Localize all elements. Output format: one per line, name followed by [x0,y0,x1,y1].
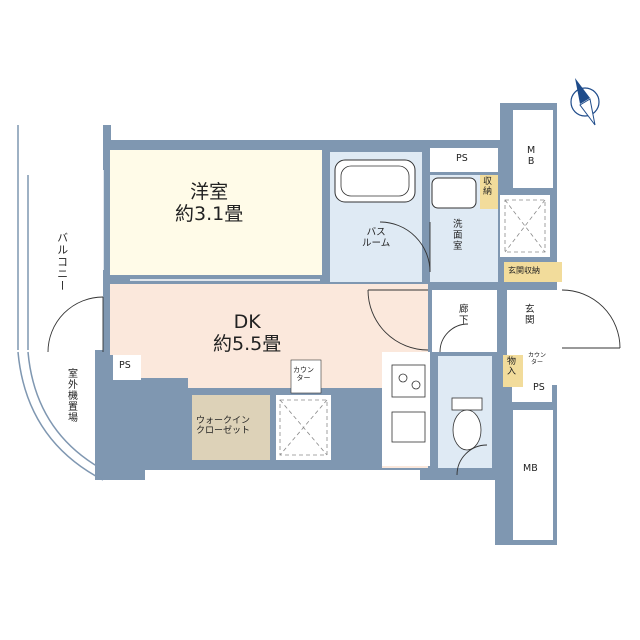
washroom-label: 洗 面 室 [453,219,463,252]
western-room-size: 約3.1畳 [175,202,244,225]
dk-floor [110,284,428,468]
outdoor-unit-label: 室外機置場 [65,368,77,423]
stove [391,364,426,398]
bathtub [334,159,416,203]
entrance-floor [507,290,557,352]
western-room-label: 洋室 約3.1畳 [175,181,244,226]
monoire-box [503,355,523,387]
window-lines [102,170,320,281]
balcony-outline [17,125,104,481]
genkan-shuno-box [504,262,562,282]
dk-name: DK [233,311,261,333]
genkan-shuno-label: 玄関収納 [508,266,540,275]
hallway-label: 廊 下 [459,304,469,326]
western-room-name: 洋室 [190,181,229,203]
door-swings [47,221,621,476]
entrance-counter-label: カウン ター [528,352,547,366]
toilet-bowl [452,409,482,451]
balcony-label: バルコニー [55,232,69,292]
ps-right-label: PS [533,382,545,393]
mb-bottom-label: MB [523,463,538,474]
storage-hatches [279,199,546,456]
kitchen-sink [391,411,426,443]
mb-top-shaft [513,110,553,188]
washbasin [431,177,477,209]
dk-counter-box [290,359,322,394]
mb-top-label: M B [527,145,536,167]
western-room-floor [110,150,322,275]
burner-2 [411,380,421,390]
toilet-tank [451,397,483,411]
bath-label: バス ルーム [362,227,391,249]
washroom-storage [500,195,550,257]
ps-left-shaft [113,355,141,380]
ps-top-label: PS [456,153,468,164]
walk-in-closet-label: ウォークイン クローゼット [196,416,251,437]
walk-in-closet-floor [192,395,270,460]
dk-size: 約5.5畳 [213,332,282,355]
shuno-label: 収 納 [483,177,493,198]
monoire-label: 物 入 [507,357,517,378]
hallway-floor [432,290,497,352]
bathtub-inner [340,165,410,197]
ps-left-label: PS [119,360,131,371]
compass-icon [570,78,600,126]
ps-top-shaft [430,148,498,172]
dk-counter-label: カウン ター [293,366,314,382]
dk-label: DK 約5.5畳 [213,311,282,356]
burner-1 [398,373,408,383]
mb-bottom-shaft [513,410,553,540]
entrance-label: 玄 関 [525,304,535,326]
shuno-box [480,175,498,209]
